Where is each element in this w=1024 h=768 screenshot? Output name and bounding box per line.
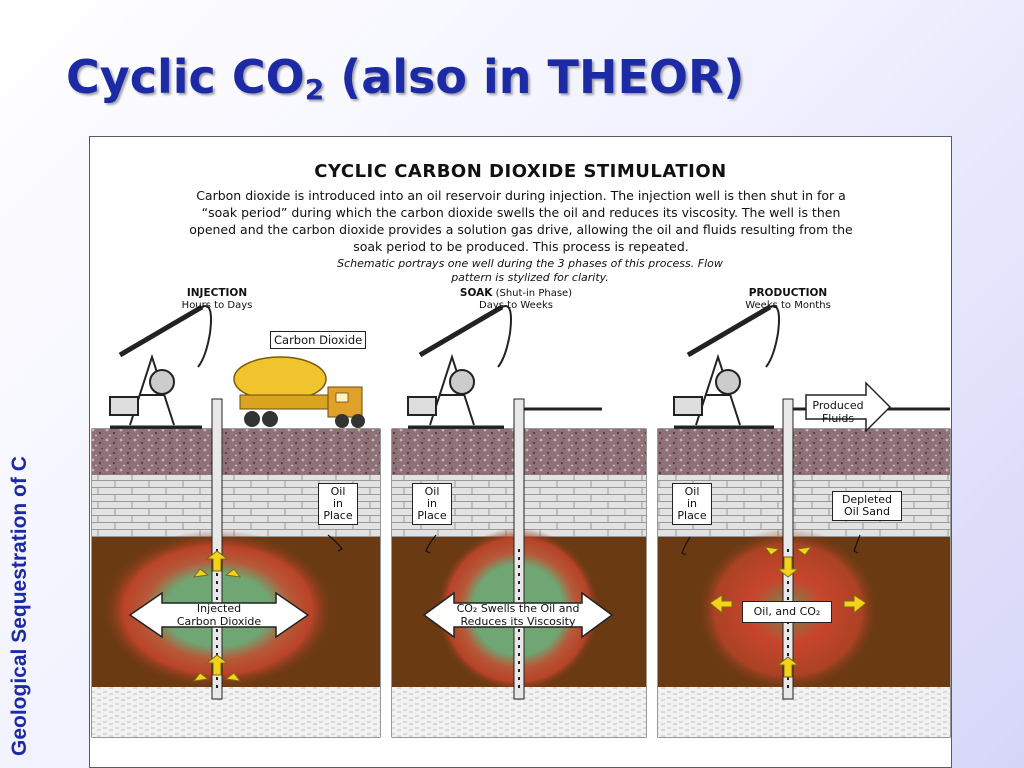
caprock-layer — [658, 429, 950, 475]
side-label: Geological Sequestration of C — [8, 456, 31, 756]
carbon-dioxide-label: Carbon Dioxide — [270, 331, 367, 349]
phase-name: PRODUCTION — [748, 287, 828, 299]
injection-arrow — [128, 591, 310, 639]
swell-arrow — [422, 591, 614, 639]
injection-panel — [91, 304, 381, 738]
diagram-figure: CYCLIC CARBON DIOXIDE STIMULATION Carbon… — [89, 136, 952, 768]
title-rest: (also in THEOR) — [324, 50, 745, 104]
caprock-layer — [92, 429, 380, 475]
phase-duration: Days to Weeks — [479, 300, 553, 311]
phase-name: INJECTION — [186, 287, 248, 299]
phase-name: SOAK — [459, 287, 493, 299]
flow-arrows — [709, 546, 867, 678]
pump-jack — [109, 304, 212, 429]
oil-and-co2-label: Oil, and CO₂ — [742, 601, 832, 623]
phase-soak: SOAK (Shut-in Phase) Days to Weeks — [446, 287, 586, 312]
phase-duration: Weeks to Months — [745, 300, 831, 311]
production-panel — [657, 304, 951, 738]
figure-description: Carbon dioxide is introduced into an oil… — [189, 188, 853, 254]
title-main: Cyclic CO — [66, 50, 305, 104]
pump-jack — [673, 304, 780, 429]
lower-sand-layer — [92, 687, 380, 737]
figure-title: CYCLIC CARBON DIOXIDE STIMULATION — [314, 161, 727, 182]
figure-note: Schematic portrays one well during the 3… — [337, 257, 723, 284]
phase-injection: INJECTION Hours to Days — [162, 287, 272, 312]
phase-duration: Hours to Days — [181, 300, 253, 311]
phase-production: PRODUCTION Weeks to Months — [730, 287, 846, 312]
diagram-scene — [91, 304, 951, 738]
lower-sand-layer — [658, 687, 950, 737]
flow-arrows — [192, 550, 242, 682]
phase-qualifier: (Shut-in Phase) — [495, 288, 573, 299]
title-subscript: 2 — [304, 73, 325, 106]
slide-title: Cyclic CO2 (also in THEOR) — [66, 50, 744, 106]
co2-tanker-truck — [233, 356, 365, 428]
pump-jack — [407, 304, 512, 429]
produced-fluids-arrow — [805, 381, 892, 433]
